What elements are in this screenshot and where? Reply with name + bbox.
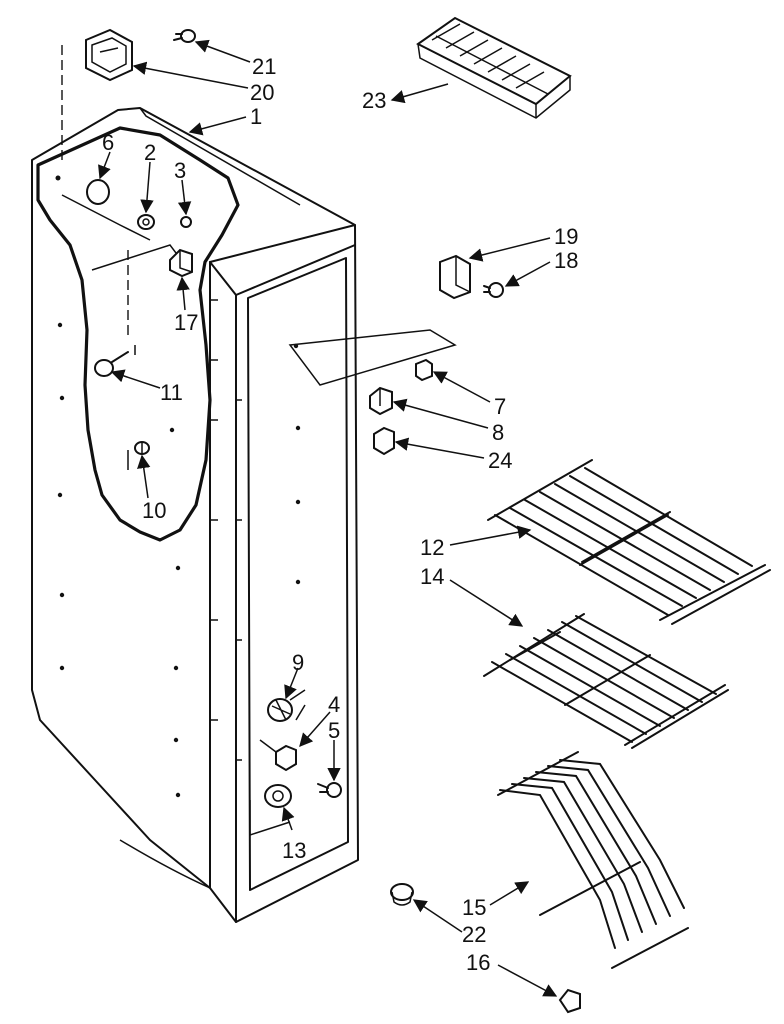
callout-8: 8 <box>492 420 504 445</box>
callout-13: 13 <box>282 838 306 863</box>
callout-24: 24 <box>488 448 512 473</box>
part-18-screw <box>483 282 504 298</box>
side-panel-rivets <box>57 322 301 798</box>
part-11-screw <box>94 351 129 377</box>
part-7-clip <box>415 358 433 382</box>
part-24-bracket <box>373 426 395 456</box>
callout-20: 20 <box>250 80 274 105</box>
callout-17: 17 <box>174 310 198 335</box>
part-3-pin <box>180 216 192 228</box>
part-12-wire-shelf <box>487 459 771 625</box>
callout-10: 10 <box>142 498 166 523</box>
part-10-fastener <box>134 441 150 455</box>
callout-9: 9 <box>292 650 304 675</box>
callout-4: 4 <box>328 692 340 717</box>
part-23-ice-tray <box>416 16 572 119</box>
callout-5: 5 <box>328 718 340 743</box>
callout-1: 1 <box>250 104 262 129</box>
part-5-screw <box>317 782 342 798</box>
part-13-fitting <box>264 784 292 808</box>
callout-11: 11 <box>160 380 183 405</box>
callout-19: 19 <box>554 224 578 249</box>
part-21-screw <box>173 29 196 43</box>
callout-labels: 21 20 1 6 2 3 17 11 10 23 19 18 7 8 24 1… <box>102 54 578 975</box>
callout-22: 22 <box>462 922 486 947</box>
callout-23: 23 <box>362 88 386 113</box>
part-14-wire-shelf <box>483 613 729 749</box>
part-16-glide <box>558 988 581 1014</box>
part-20-housing <box>85 28 133 82</box>
part-2-clip <box>137 214 155 230</box>
callout-2: 2 <box>144 140 156 165</box>
part-9-knob <box>267 689 306 722</box>
insulation-cutaway <box>36 126 240 542</box>
part-6-plug <box>86 179 110 205</box>
freezer-liner <box>31 107 359 923</box>
part-22-plug <box>390 883 414 906</box>
part-8-bracket <box>369 386 393 416</box>
leader-lines <box>98 39 558 997</box>
part-15-wire-basket <box>497 751 689 969</box>
callout-15: 15 <box>462 895 486 920</box>
part-19-switch <box>439 254 471 300</box>
callout-6: 6 <box>102 130 114 155</box>
part-4-bracket <box>259 739 297 772</box>
callout-21: 21 <box>252 54 276 79</box>
callout-7: 7 <box>494 394 506 419</box>
callout-16: 16 <box>466 950 490 975</box>
callout-3: 3 <box>174 158 186 183</box>
callout-12: 12 <box>420 535 444 560</box>
callout-18: 18 <box>554 248 578 273</box>
callout-14: 14 <box>420 564 444 589</box>
part-17-bracket <box>169 248 193 278</box>
